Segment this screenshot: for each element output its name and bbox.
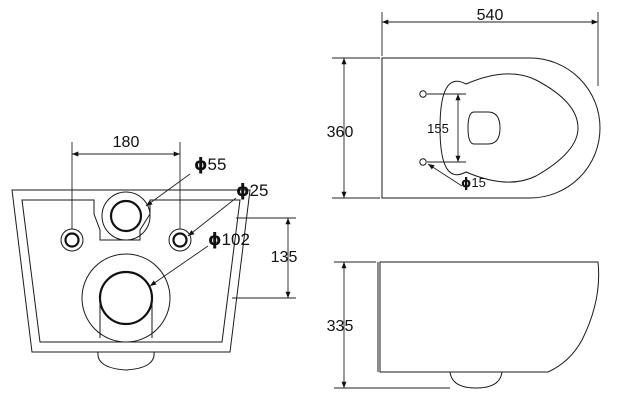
side-base-bulge [449,371,503,389]
dim-335-label: 335 [327,318,354,335]
bolt-hole-top [419,90,427,98]
outlet-outer [81,253,171,343]
dim-155-label: 155 [427,121,449,136]
outlet-inner [98,270,154,326]
upper-pipe-inner [109,199,143,233]
top-drain-oval [467,111,501,145]
dim-135-label: 135 [271,249,298,266]
top-outer-outline [381,57,601,199]
front-view: 180 135 ϕ55 ϕ25 ϕ102 [11,134,298,371]
bolt-hole-bottom [419,158,427,166]
upper-pipe-outer [101,191,151,241]
diameter-25-label: ϕ25 [236,181,268,201]
right-hole-inner [172,232,188,248]
right-hole-outer [168,228,192,252]
leader-15 [427,163,463,187]
diameter-55-label: ϕ55 [194,155,226,175]
top-view: 155 540 360 ϕ15 [327,7,601,199]
side-view: 335 [327,261,600,389]
dim-180-label: 180 [113,134,140,151]
front-inner-outline [21,199,241,343]
leader-55 [145,173,191,207]
top-bowl-inner [439,73,579,183]
outlet-sleeve [99,298,153,338]
dim-540-label: 540 [477,7,504,24]
diameter-15-label: ϕ15 [461,175,486,191]
dim-360-label: 360 [327,124,354,141]
leader-102 [149,245,209,287]
left-hole-outer [60,228,84,252]
front-bowl-bottom [97,351,155,371]
left-hole-inner [64,232,80,248]
front-outer-outline [11,189,251,353]
side-body-outline [379,261,600,373]
diameter-102-label: ϕ102 [208,230,250,250]
leader-25 [187,197,237,237]
